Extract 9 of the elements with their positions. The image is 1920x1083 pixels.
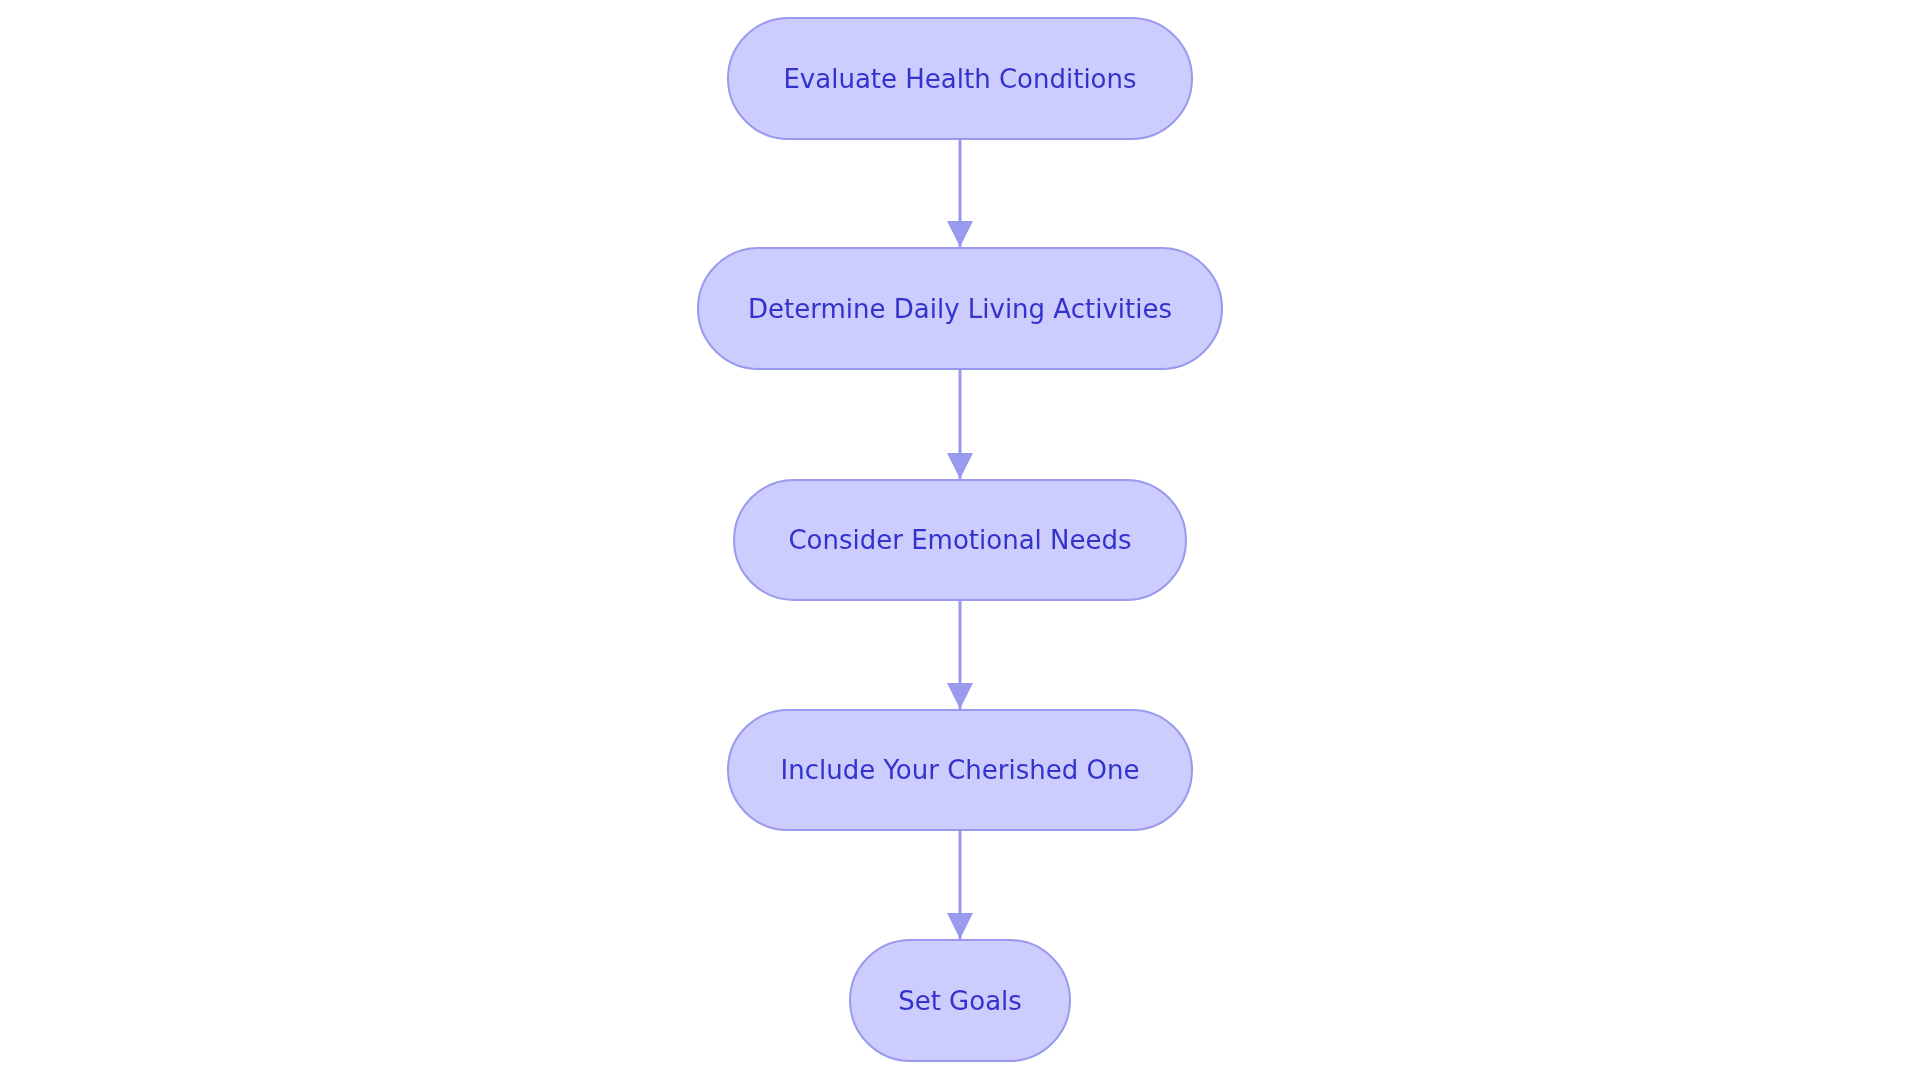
- node-label: Evaluate Health Conditions: [783, 63, 1137, 94]
- arrow: [947, 831, 973, 939]
- node-label: Determine Daily Living Activities: [748, 293, 1172, 324]
- arrow: [947, 370, 973, 479]
- node-label: Set Goals: [898, 985, 1022, 1016]
- node-label: Include Your Cherished One: [780, 755, 1140, 785]
- node-label: Consider Emotional Needs: [788, 525, 1132, 555]
- arrow: [947, 601, 973, 709]
- arrow: [947, 140, 973, 247]
